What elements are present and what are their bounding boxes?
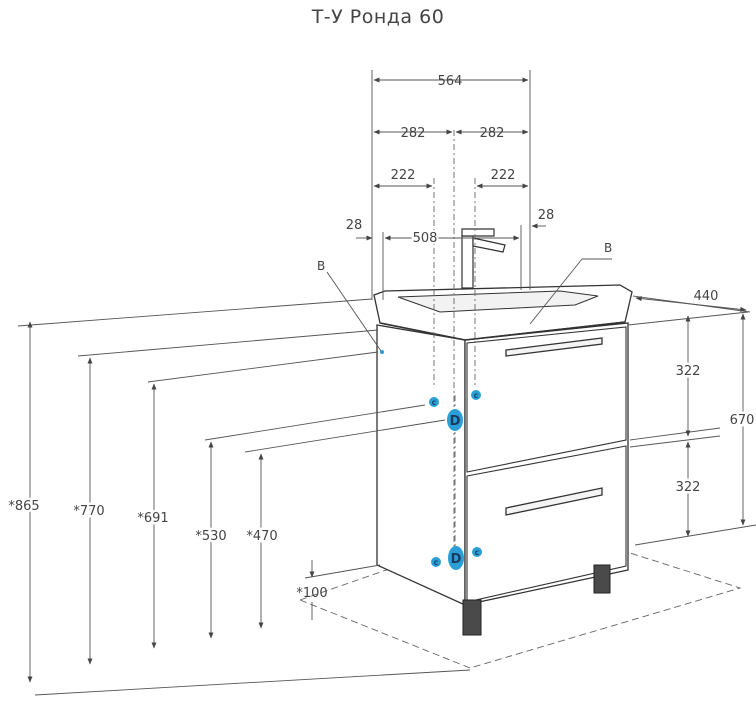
leg-front (462, 599, 482, 636)
dim-322-top: 322 (676, 364, 701, 379)
leg-right (593, 564, 611, 594)
b-marker-dot (380, 350, 384, 354)
left-dim-labels: *865 *770 *691 *530 *470 *100 (6, 497, 328, 602)
dim-440: 440 (694, 289, 719, 304)
svg-text:C: C (432, 400, 437, 407)
marker-d-1: D (447, 409, 463, 431)
svg-text:D: D (450, 414, 461, 429)
right-dimensions (627, 295, 756, 546)
marker-c-1: C (429, 397, 439, 407)
marker-c-2: C (471, 390, 481, 400)
marker-d-2: D (448, 546, 464, 570)
dim-508: 508 (413, 231, 438, 246)
b-callouts (326, 258, 612, 352)
dim-282-right: 282 (480, 126, 505, 141)
dim-322-bottom: 322 (676, 480, 701, 495)
legs (462, 564, 611, 636)
top-dim-labels: 564 282 282 222 222 28 508 28 (346, 74, 555, 248)
dim-865: *865 (8, 499, 39, 514)
drawing-title: Т-У Ронда 60 (311, 6, 445, 28)
dim-100: *100 (296, 586, 327, 601)
svg-text:C: C (474, 393, 479, 400)
dim-770: *770 (73, 504, 104, 519)
faucet-spout (461, 228, 495, 237)
right-dim-labels: 440 322 322 670 (673, 289, 756, 498)
basin-bowl (397, 290, 599, 313)
svg-text:D: D (451, 552, 462, 567)
dim-530: *530 (195, 529, 226, 544)
faucet-lever (472, 237, 506, 253)
connection-markers: C C D C D C (429, 390, 482, 570)
faucet-body (461, 235, 474, 289)
drawer-top (466, 326, 627, 473)
cabinet-front (464, 322, 629, 606)
svg-text:C: C (475, 550, 480, 557)
washbasin (373, 284, 633, 341)
faucet (461, 228, 506, 289)
drawer-handle-bottom (505, 487, 603, 516)
drawer-bottom (466, 445, 627, 603)
dim-691: *691 (137, 511, 168, 526)
label-b-left: B (317, 259, 325, 273)
marker-c-3: C (431, 557, 441, 567)
top-dimensions (356, 70, 546, 300)
dim-470: *470 (246, 529, 277, 544)
dim-564: 564 (438, 74, 463, 89)
left-dimensions (17, 298, 471, 696)
label-b-right: B (604, 241, 612, 255)
reference-lines (433, 130, 476, 560)
dim-282-left: 282 (401, 126, 426, 141)
drawer-handle-top (505, 337, 603, 357)
marker-c-4: C (472, 547, 482, 557)
svg-text:C: C (434, 560, 439, 567)
dim-28-right: 28 (538, 208, 555, 223)
cabinet (376, 322, 629, 607)
dim-222-left: 222 (391, 168, 416, 183)
dim-222-right: 222 (491, 168, 516, 183)
dim-28-left: 28 (346, 218, 363, 233)
dim-670: 670 (730, 413, 755, 428)
